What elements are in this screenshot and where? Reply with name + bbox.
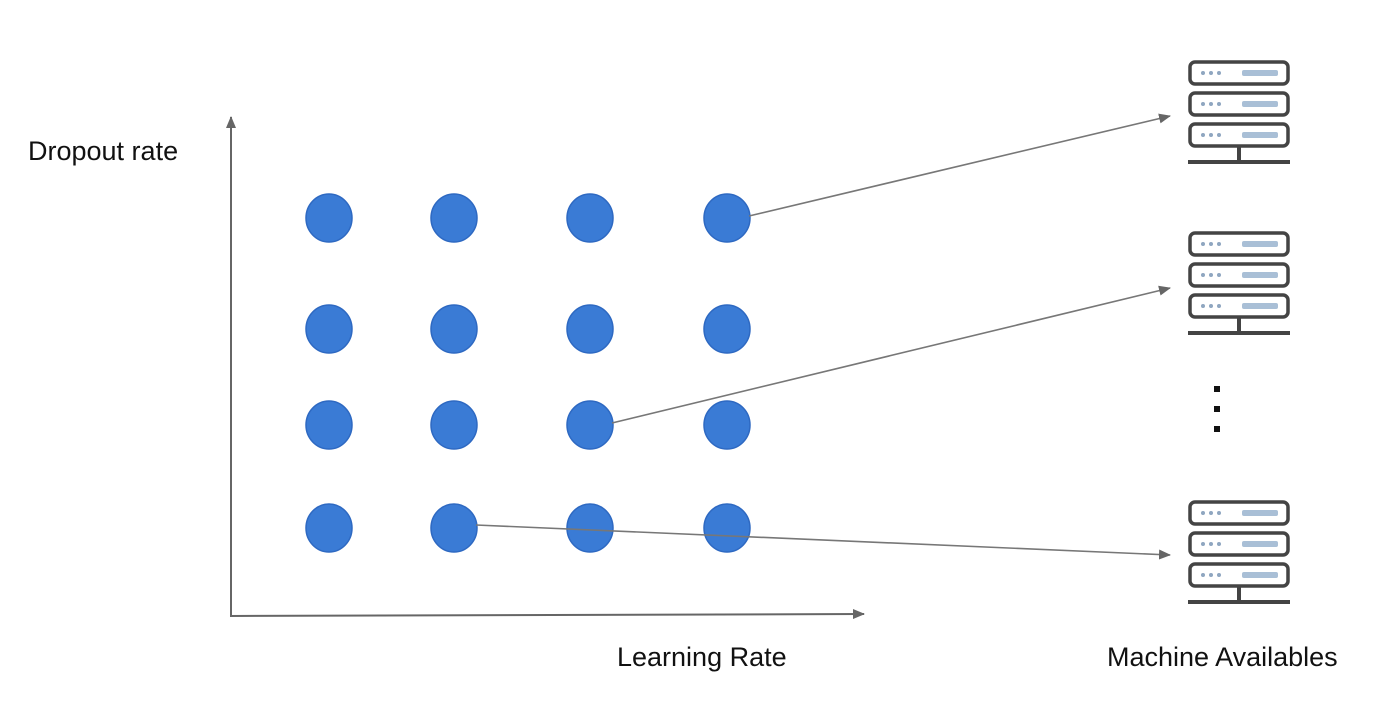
grid-point — [430, 503, 478, 553]
connection-arrows — [475, 113, 1171, 560]
grid-point — [430, 304, 478, 354]
x-axis-label: Learning Rate — [617, 642, 787, 672]
connection-arrow — [748, 113, 1171, 217]
machine-list — [1188, 60, 1290, 604]
server-rack-icon — [1188, 60, 1290, 164]
grid-point — [305, 304, 353, 354]
grid-point — [703, 503, 751, 553]
grid-point — [566, 193, 614, 243]
grid-point — [305, 503, 353, 553]
grid-point — [703, 193, 751, 243]
machines-label: Machine Availables — [1107, 642, 1338, 672]
connection-arrow — [475, 524, 1171, 560]
grid-point — [703, 304, 751, 354]
vertical-ellipsis-icon — [1214, 386, 1220, 432]
y-axis-label: Dropout rate — [28, 136, 179, 166]
server-rack-icon — [1188, 500, 1290, 604]
x-axis — [229, 609, 865, 620]
grid-point — [566, 400, 614, 450]
grid-point — [566, 503, 614, 553]
grid-point — [430, 400, 478, 450]
grid-point — [703, 400, 751, 450]
grid-points — [305, 193, 751, 553]
grid-point — [305, 400, 353, 450]
grid-point — [430, 193, 478, 243]
grid-point — [566, 304, 614, 354]
connection-arrow — [611, 285, 1171, 424]
server-rack-icon — [1188, 231, 1290, 335]
grid-point — [305, 193, 353, 243]
